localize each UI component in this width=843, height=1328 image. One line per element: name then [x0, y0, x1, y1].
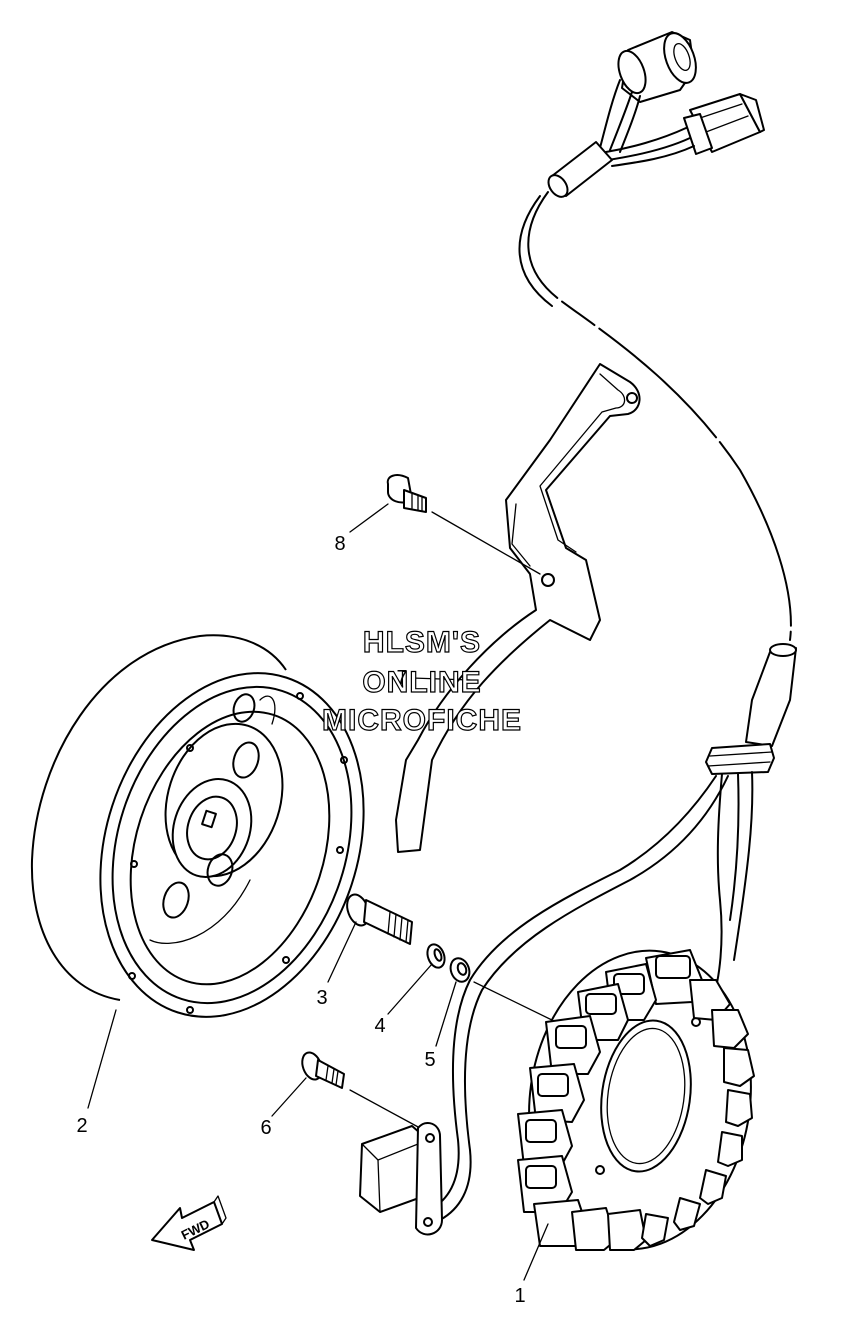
watermark-line-1: HLSM'S	[363, 626, 481, 659]
callout-7: 7	[396, 667, 407, 689]
callout-numbers: 8 7 2 3 4 5 6 1	[76, 533, 525, 1307]
part-7-bracket	[395, 363, 641, 853]
part-6-screw	[301, 1051, 421, 1129]
callout-6: 6	[260, 1117, 271, 1139]
callout-4: 4	[374, 1015, 385, 1037]
watermark-line-2: ONLINE	[362, 666, 481, 699]
part-2-rotor	[30, 634, 365, 1018]
stator-poles	[517, 949, 755, 1251]
callout-2: 2	[76, 1115, 87, 1137]
callout-5: 5	[424, 1049, 435, 1071]
watermark-line-3: MICROFICHE	[322, 704, 522, 737]
part-3-bolt	[346, 893, 413, 945]
leader-lines	[87, 503, 549, 1281]
pickup-coil	[359, 1121, 443, 1236]
callout-3: 3	[316, 987, 327, 1009]
part-8-screw	[386, 474, 541, 575]
callout-1: 1	[514, 1285, 525, 1307]
callout-8: 8	[334, 533, 345, 555]
part-1-stator	[517, 949, 755, 1251]
wire-harness-connectors	[547, 31, 765, 198]
part-4-washer	[426, 943, 446, 969]
watermark: HLSM'S ONLINE MICROFICHE	[321, 625, 522, 737]
stator-lead-cable	[429, 191, 797, 1221]
part-5-washer	[449, 957, 557, 1023]
forward-direction-arrow: FWD	[151, 1195, 227, 1251]
